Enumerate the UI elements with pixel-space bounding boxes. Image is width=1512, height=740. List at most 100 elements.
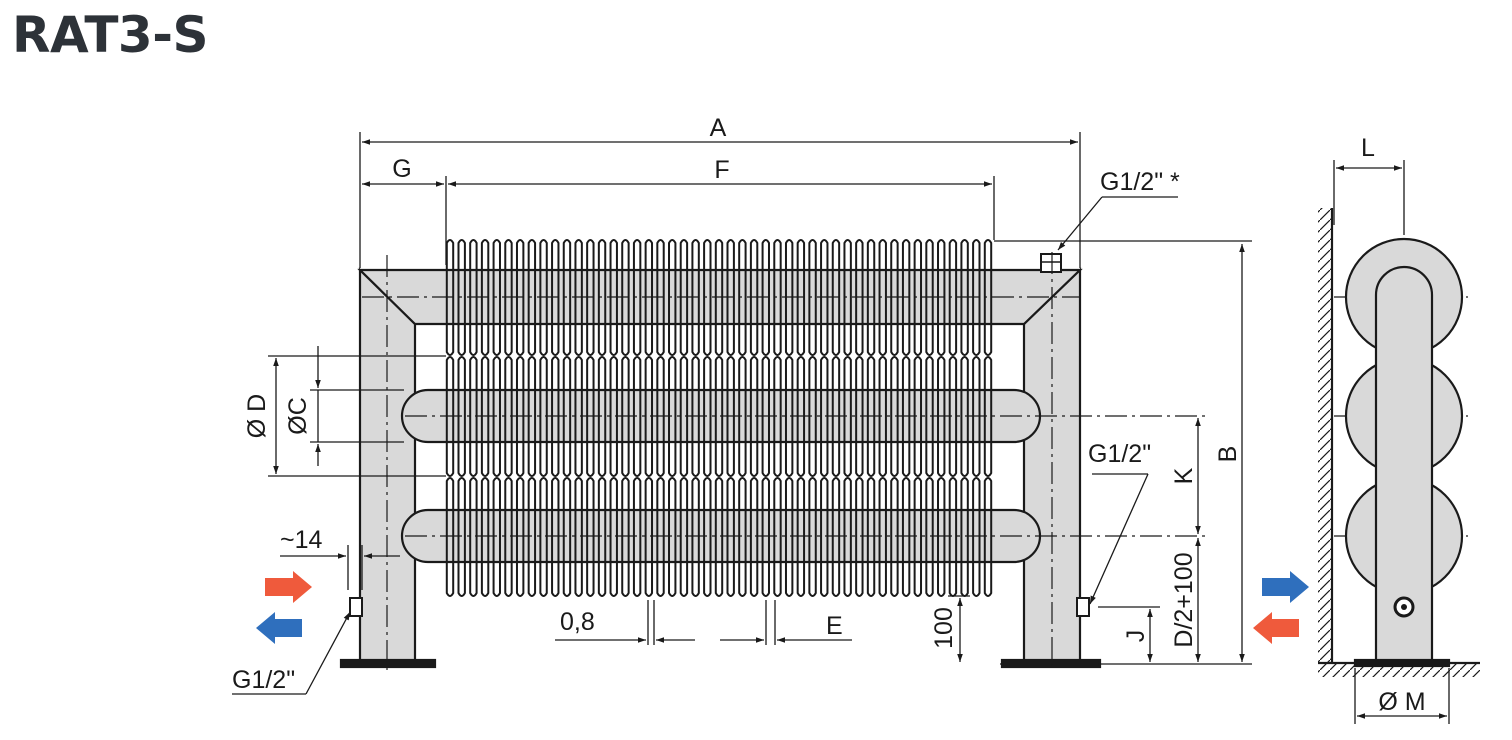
fin [878,356,887,477]
label-g12-right: G1/2" [1088,440,1151,468]
label-100: 100 [930,607,958,649]
label-g: G [392,155,411,183]
fin [586,477,595,597]
fin [492,356,501,477]
fin [925,356,934,477]
label-phi-c: ØC [284,397,312,435]
fin [703,239,712,356]
fin [445,477,455,597]
fin [738,239,747,356]
fin [820,239,829,356]
fin [679,477,689,597]
fin [644,239,654,356]
fin [878,477,887,597]
label-g12-top: G1/2" * [1100,168,1180,196]
label-e: E [826,612,843,640]
label-phi-d: Ø D [243,394,271,438]
front-view [339,239,1102,669]
fin [609,356,618,477]
fin [621,356,630,477]
fin [925,477,934,597]
fin [866,356,876,477]
fin [668,356,677,477]
fin [656,239,665,356]
fin [480,239,490,356]
fin [796,239,806,356]
fin [796,356,806,477]
fin [562,477,572,597]
label-l: L [1361,134,1375,162]
fin [515,239,525,356]
fin [492,477,501,597]
fins-bottom-row [445,477,993,597]
fins-top-row [445,239,993,356]
fin [773,356,782,477]
fin [784,477,794,597]
fin [445,356,455,477]
fin [773,239,782,356]
fin [866,239,876,356]
fin [960,356,969,477]
fin [726,356,735,477]
flow-arrows [256,571,1309,644]
fin [878,239,887,356]
fin [831,239,841,356]
label-f: F [714,156,729,184]
fin [761,356,770,477]
fin [796,477,806,597]
fin [551,356,560,477]
fin [726,239,735,356]
fin [937,356,946,477]
fin [913,239,923,356]
fin [784,239,794,356]
fin [726,477,735,597]
fin [679,356,689,477]
side-view [1318,208,1480,677]
fin [843,239,852,356]
fin [983,477,993,597]
fin [621,477,630,597]
fin [948,356,958,477]
fin [925,239,934,356]
fin [480,477,490,597]
fin [714,239,724,356]
fin [808,477,817,597]
fin [808,239,817,356]
fin [469,477,478,597]
fin [515,356,525,477]
valve-right [1076,597,1090,617]
fin [457,239,466,356]
fin [492,239,501,356]
label-d2plus100: D/2+100 [1170,552,1198,647]
fin [504,356,513,477]
valve-left [349,597,363,617]
fin [632,239,642,356]
vent-plug [1040,253,1062,273]
fin [901,239,911,356]
fin [632,477,642,597]
fin [901,356,911,477]
fin [703,477,712,597]
fin [972,239,981,356]
fin [562,356,572,477]
fin [749,356,759,477]
fin [691,356,700,477]
fin [714,477,724,597]
fin [527,239,537,356]
fin [972,356,981,477]
fin [738,356,747,477]
fin [890,239,899,356]
fin [913,356,923,477]
fin [948,239,958,356]
arrow-right-icon [1262,571,1309,603]
fin [586,239,595,356]
fin [784,356,794,477]
fin [983,356,993,477]
dimension-labels: A G F G1/2" * G1/2" G1/2" ~14 0,8 E L Ø … [232,114,1426,716]
fin [855,477,864,597]
fin [574,477,583,597]
fin [574,239,583,356]
wall-hatch [1318,208,1332,663]
fin [527,356,537,477]
fin [831,356,841,477]
